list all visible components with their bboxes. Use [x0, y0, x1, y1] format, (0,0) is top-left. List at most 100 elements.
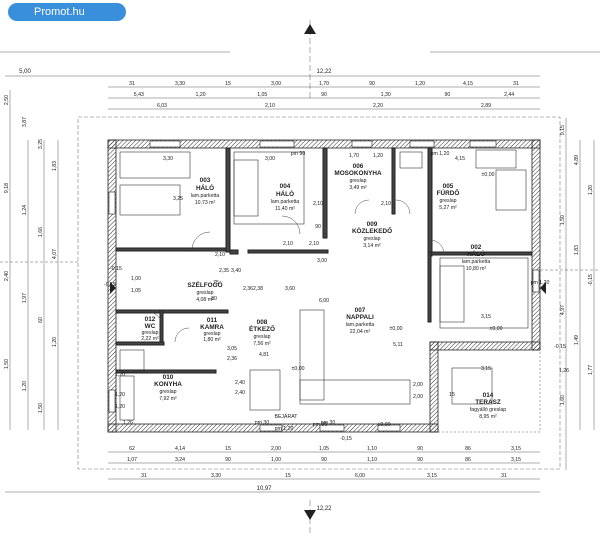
door-swings	[147, 199, 445, 343]
room-010-name: KONYHA	[154, 381, 182, 388]
dim-top-r2-3: 3,00	[271, 81, 281, 87]
dim-inner-6: 2,10	[313, 201, 323, 207]
room-005-name: FÜRDŐ	[437, 188, 460, 197]
room-labels: 003 HÁLÓ lam.parketta 10,73 m² 004 HÁLÓ …	[141, 163, 506, 420]
windows	[108, 140, 540, 432]
dim-left-3: 1,83	[52, 161, 58, 171]
room-011-floor: greslap	[203, 331, 220, 337]
room-007-area: 22,04 m²	[350, 329, 371, 335]
dim-inner-21: 2,36	[227, 356, 237, 362]
dim-top-r2-4: 1,70	[319, 81, 329, 87]
dim-inner-47: -0,15	[554, 344, 566, 350]
dim-right-4: 1,83	[574, 245, 580, 255]
dim-inner-8: 2,10	[381, 201, 391, 207]
dim-inner-27: 1,20	[115, 392, 125, 398]
plot-outline	[77, 116, 561, 470]
dim-top-r4-3: 2,89	[481, 103, 491, 109]
dim-bot-r1-2: 15	[225, 446, 231, 452]
room-windbreak-area: 4,08 m²	[196, 297, 214, 303]
dim-bot-r1-3: 2,00	[271, 446, 281, 452]
dim-bot-r1-1: 4,14	[175, 446, 185, 452]
room-012-area: 2,22 m²	[141, 336, 159, 342]
dim-inner-34: pm 1,20	[431, 151, 450, 157]
dim-inner-7: 90	[315, 224, 321, 230]
room-003-area: 10,73 m²	[195, 200, 216, 206]
room-003-floor: lam.parketta	[191, 193, 220, 199]
dim-top-r2-5: 90	[369, 81, 375, 87]
dim-right-6: 4,97	[560, 305, 566, 315]
dim-top-r2-6: 1,20	[415, 81, 425, 87]
dim-left-12: 1,50	[4, 359, 10, 369]
dim-top-r3-5: 90	[445, 92, 451, 98]
dim-inner-37: pm 30	[321, 420, 336, 426]
dim-inner-31: 2,10	[309, 241, 319, 247]
room-009-num: 009	[367, 221, 378, 228]
dim-left-7: 4,07	[52, 249, 58, 259]
room-012-name: WC	[145, 323, 156, 330]
dim-top-r3-2: 1,05	[257, 92, 267, 98]
dim-inner-18: 3,15	[481, 314, 491, 320]
dim-top-r3-1: 1,20	[196, 92, 206, 98]
room-006-area: 3,49 m²	[349, 185, 367, 191]
dim-inner-15: 5,11	[393, 342, 403, 348]
dim-left-0: 2,50	[4, 95, 10, 105]
dim-right-7: 1,49	[574, 335, 580, 345]
room-003-name: HÁLÓ	[196, 183, 214, 192]
room-008-num: 008	[257, 319, 268, 326]
room-008-floor: greslap	[253, 334, 270, 340]
dim-top-r3-3: 90	[321, 92, 327, 98]
room-010-area: 7,92 m²	[159, 396, 177, 402]
dim-inner-25: 2,00	[413, 394, 423, 400]
dim-top-r1-1: 12,22	[316, 69, 332, 75]
dim-bot-r1-4: 1,05	[319, 446, 329, 452]
dim-inner-30: 2,10	[283, 241, 293, 247]
dim-bot-r3-5: 31	[501, 473, 507, 479]
dim-inner-43: ±0,00	[292, 366, 305, 372]
room-002-name: HÁLÓ	[467, 249, 485, 258]
dim-inner-3: 1,20	[373, 153, 383, 159]
room-004-name: HÁLÓ	[276, 189, 294, 198]
dim-left-6: 1,66	[38, 227, 44, 237]
dim-top-r2-1: 3,30	[175, 81, 185, 87]
room-007-floor: lam.parketta	[346, 322, 375, 328]
dim-inner-39: ±0,00	[378, 422, 391, 428]
watermark-badge: Promot.hu	[8, 3, 126, 21]
room-009-name: KÖZLEKEDŐ	[352, 226, 392, 235]
room-006-name: MOSOKONYHA	[334, 170, 382, 177]
dim-bot-r4-1: 12,22	[316, 506, 332, 512]
dim-inner-13: 3,00	[317, 258, 327, 264]
room-004-num: 004	[280, 183, 291, 190]
dim-left-2: 3,25	[38, 139, 44, 149]
dim-right-0: 9,15	[560, 125, 566, 135]
dim-inner-14: 6,00	[319, 298, 329, 304]
dim-inner-50: BEJÁRAT	[275, 413, 299, 420]
dim-inner-19: 1,00	[131, 276, 141, 282]
dim-inner-29: 3,05	[227, 346, 237, 352]
room-006-num: 006	[353, 163, 364, 170]
dim-bot-r2-2: 90	[225, 457, 231, 463]
dim-inner-10: 2,36	[243, 286, 253, 292]
room-008-name: ÉTKEZŐ	[249, 324, 275, 333]
entrance-arrow	[110, 282, 116, 294]
dim-inner-24: 2,00	[413, 382, 423, 388]
dim-bot-r1-5: 1,10	[367, 446, 377, 452]
dim-inner-4: 4,15	[455, 156, 465, 162]
dim-top-r2-2: 15	[225, 81, 231, 87]
dim-right-8: 1,77	[588, 365, 594, 375]
room-012-num: 012	[145, 316, 156, 323]
dim-top-r2-0: 31	[129, 81, 135, 87]
room-007-name: NAPPALI	[346, 314, 374, 321]
room-011-num: 011	[207, 317, 218, 324]
room-014-name: TERASZ	[475, 399, 501, 406]
room-005-floor: greslap	[439, 198, 456, 204]
dim-bot-r2-5: 1,10	[367, 457, 377, 463]
room-002-area: 10,80 m²	[466, 266, 487, 272]
dim-inner-46: -0,15	[340, 436, 352, 442]
dim-left-1: 3,87	[22, 117, 28, 127]
dim-top-r3-0: 5,43	[134, 92, 144, 98]
furniture	[119, 149, 529, 421]
room-006-floor: greslap	[349, 178, 366, 184]
dim-left-14: 1,50	[38, 403, 44, 413]
